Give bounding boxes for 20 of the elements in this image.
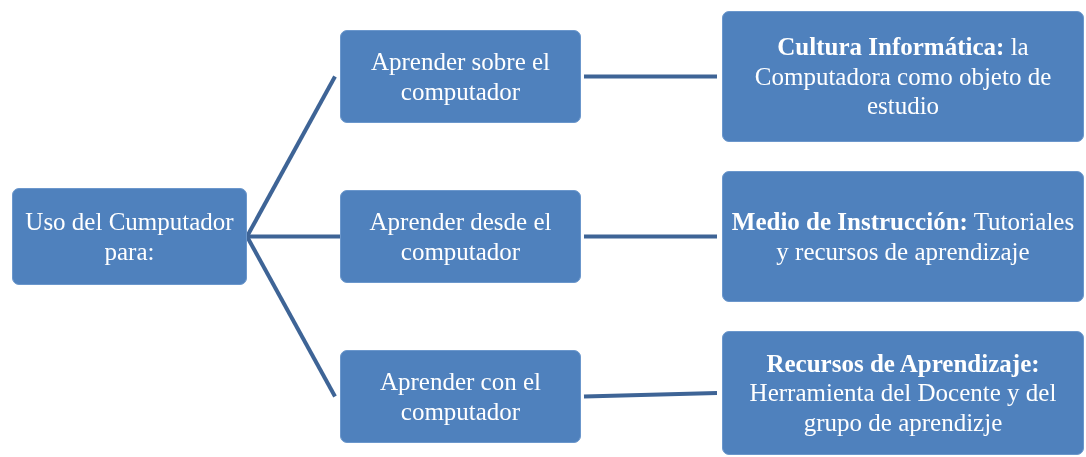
process-box	[340, 190, 581, 283]
connector-line	[583, 391, 718, 399]
node-text: Aprender desde el computador	[368, 207, 553, 266]
connector-line	[584, 74, 717, 79]
process-box	[722, 171, 1084, 302]
process-box	[722, 11, 1084, 142]
process-box	[722, 331, 1084, 455]
process-box	[12, 188, 247, 285]
connector-line	[245, 75, 337, 238]
node-text: Uso del Cumputador para:	[24, 207, 235, 266]
connector-line	[245, 235, 337, 398]
node-text: Medio de Instrucción: Tutoriales y recursos de aprendizaje	[730, 207, 1076, 266]
connector-line	[247, 234, 340, 239]
node-text: Recursos de Aprendizaje: Herramienta del Docente y del grupo de aprendizje	[748, 348, 1058, 438]
node-text: Cultura Informática: la Computadora como objeto de estudio	[753, 32, 1053, 121]
node-text: Aprender sobre el computador	[369, 47, 552, 106]
process-box	[340, 30, 581, 123]
connector-line	[584, 234, 717, 239]
process-box	[340, 350, 581, 443]
node-text: Aprender con el computador	[378, 367, 542, 426]
